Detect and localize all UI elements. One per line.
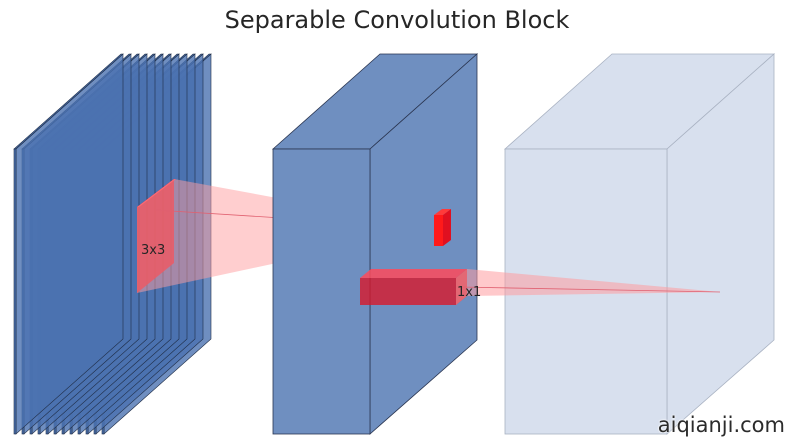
watermark: aiqianji.com xyxy=(657,413,785,437)
depthwise-output-volume xyxy=(271,53,479,435)
pointwise-kernel xyxy=(360,269,467,305)
depthwise-output-point xyxy=(434,209,451,246)
depthwise-kernel-label: 3x3 xyxy=(141,243,165,258)
pointwise-output-volume xyxy=(503,53,776,435)
channel-slice xyxy=(13,53,124,435)
diagram-title: Separable Convolution Block xyxy=(224,6,570,34)
pointwise-kernel-label: 1x1 xyxy=(457,285,481,300)
pointwise-projection-cone xyxy=(456,269,720,305)
pointwise-projection-centerline xyxy=(459,286,721,293)
